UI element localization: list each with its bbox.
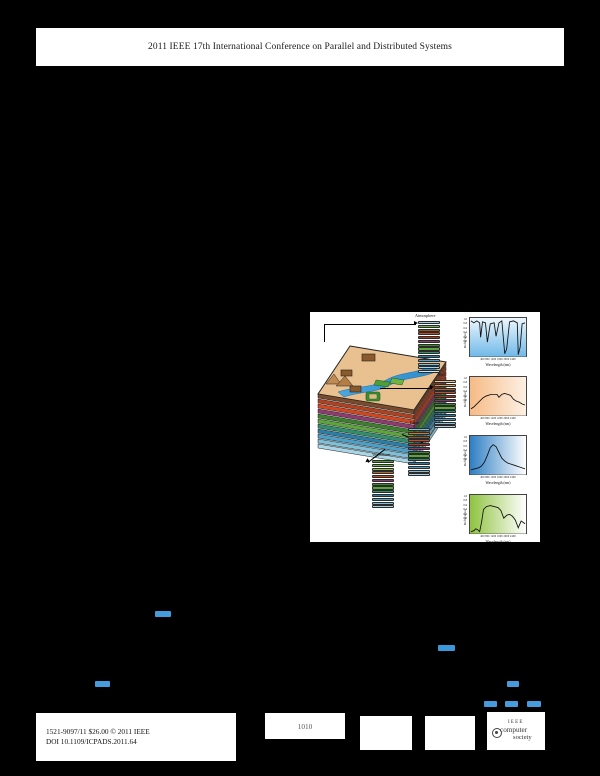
data-cube-graphic bbox=[317, 345, 447, 465]
arrow-to-atmosphere-stem bbox=[324, 324, 325, 342]
hyperspectral-figure: Atmosphere Soil bbox=[310, 312, 540, 542]
tower-label-vegetation: Vegetation bbox=[372, 452, 390, 457]
hyperlink-artifact[interactable] bbox=[95, 681, 110, 687]
footer-isbn: 1521-9097/11 $26.00 © 2011 IEEE bbox=[46, 727, 150, 736]
page-header: 2011 IEEE 17th International Conference … bbox=[36, 28, 564, 66]
hyperlink-artifact[interactable] bbox=[484, 701, 497, 707]
plot-xlabel-soil: Wavelength (nm) bbox=[485, 422, 511, 426]
ieee-computer-society-logo: IEEE computer society bbox=[487, 712, 545, 750]
hyperlink-artifact[interactable] bbox=[527, 701, 541, 707]
logo-computer-text: computer bbox=[500, 726, 528, 734]
logo-ieee-text: IEEE bbox=[508, 720, 524, 725]
tower-vegetation bbox=[372, 460, 394, 509]
hyperlink-artifact[interactable] bbox=[507, 681, 519, 687]
footer-doi: DOI 10.1109/ICPADS.2011.64 bbox=[46, 737, 137, 746]
logo-society-text: society bbox=[513, 734, 532, 741]
tower-label-farm: Farm bbox=[410, 420, 419, 425]
plot-xlabel-atmosphere: Wavelength (nm) bbox=[485, 363, 511, 367]
conference-title: 2011 IEEE 17th International Conference … bbox=[148, 42, 452, 52]
arrow-head-soil bbox=[430, 385, 434, 390]
arrow-head-atmosphere bbox=[414, 321, 418, 326]
plot-xticks-soil: 400 800 1200 1600 2000 2400 bbox=[480, 417, 516, 420]
page-number: 1010 bbox=[297, 721, 313, 731]
plot-xticks-vegetation: 400 800 1200 1600 2000 2400 bbox=[480, 535, 516, 538]
plot-vegetation bbox=[469, 494, 527, 534]
tower-soil bbox=[434, 380, 456, 429]
arrow-to-soil bbox=[380, 388, 432, 389]
footer-page-number-block: 1010 bbox=[265, 713, 345, 739]
tower-atmosphere bbox=[418, 321, 440, 374]
tower-farm bbox=[408, 428, 430, 477]
arrow-to-atmosphere bbox=[324, 324, 416, 325]
plot-xticks-atmosphere: 400 800 1200 1600 2000 2400 bbox=[480, 358, 516, 361]
plot-xticks-farm: 400 800 1200 1600 2000 2400 bbox=[480, 476, 516, 479]
plot-farm bbox=[469, 435, 527, 475]
footer-copyright-block: 1521-9097/11 $26.00 © 2011 IEEE DOI 10.1… bbox=[36, 713, 236, 761]
footer-blank-block-2 bbox=[425, 716, 475, 750]
plot-atmosphere bbox=[469, 317, 527, 357]
plot-xlabel-farm: Wavelength (nm) bbox=[485, 481, 511, 485]
plot-xlabel-vegetation: Wavelength (nm) bbox=[485, 540, 511, 542]
footer-blank-block-1 bbox=[360, 716, 412, 750]
ieee-emblem-icon bbox=[492, 728, 502, 738]
hyperlink-artifact[interactable] bbox=[438, 645, 455, 651]
tower-label-atmosphere: Atmosphere bbox=[415, 313, 436, 318]
plot-soil bbox=[469, 376, 527, 416]
hyperlink-artifact[interactable] bbox=[505, 701, 518, 707]
tower-label-soil: Soil bbox=[438, 372, 445, 377]
hyperlink-artifact[interactable] bbox=[155, 611, 171, 617]
